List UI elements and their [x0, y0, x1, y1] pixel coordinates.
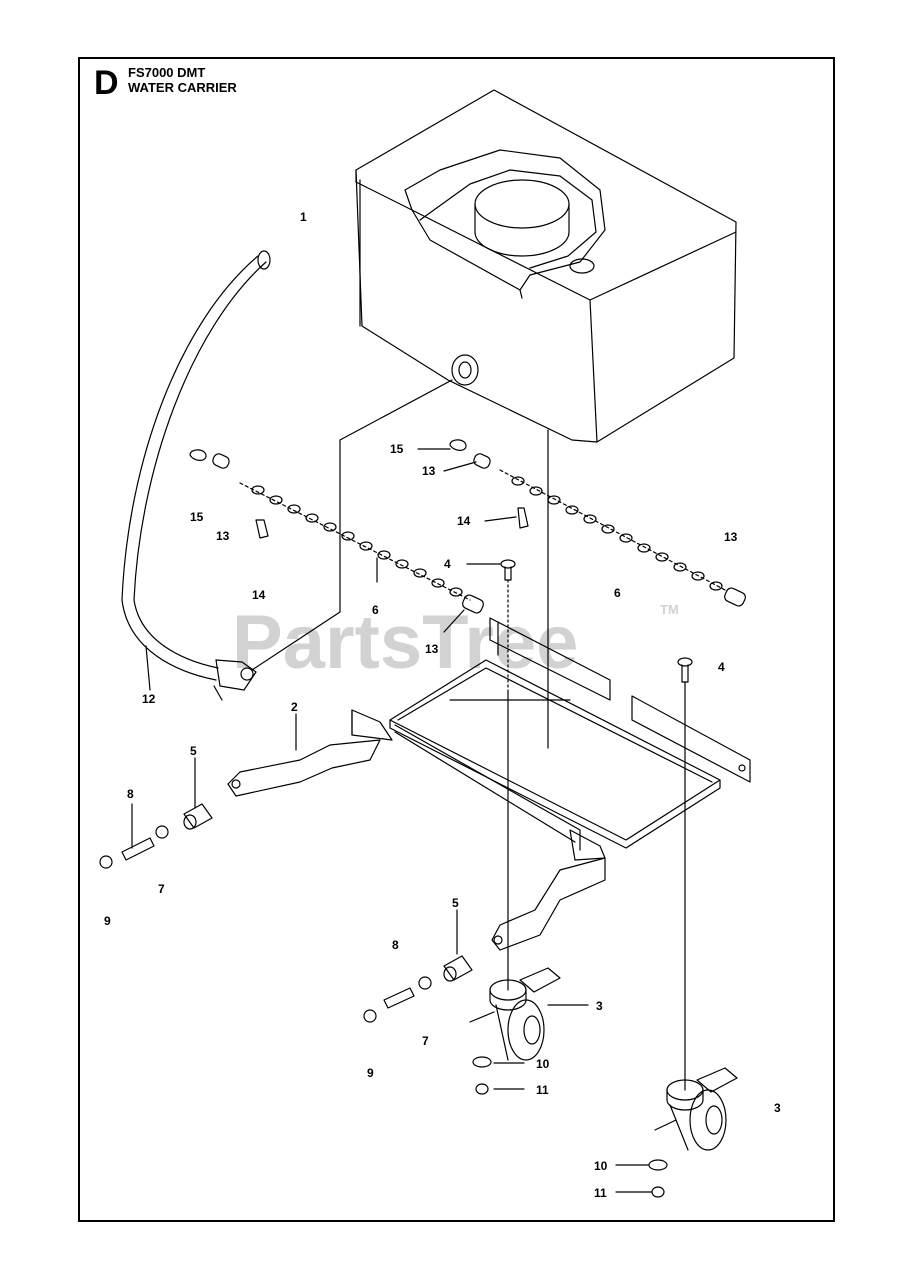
caster-wheel-front	[469, 967, 561, 1061]
chain-hardware	[189, 439, 746, 614]
callout-10: 10	[594, 1159, 608, 1173]
callout-5: 5	[452, 896, 459, 910]
axle-hardware-left	[99, 803, 213, 869]
callout-4: 4	[444, 557, 451, 571]
callout-13: 13	[216, 529, 230, 543]
callout-10: 10	[536, 1057, 550, 1071]
callout-3: 3	[596, 999, 603, 1013]
callout-8: 8	[127, 787, 134, 801]
callout-leaders	[131, 448, 653, 1193]
callout-4: 4	[718, 660, 725, 674]
callout-11: 11	[536, 1083, 549, 1097]
section-letter: D	[94, 64, 119, 102]
water-hose	[121, 250, 271, 701]
water-tank	[355, 89, 737, 443]
callout-6: 6	[614, 586, 621, 600]
callout-9: 9	[367, 1066, 374, 1080]
watermark-text: PartsTree	[232, 600, 578, 685]
screw-rear	[677, 657, 693, 683]
callout-labels: 1 15 13 14 15 13 14 4 6 13 6 13 4 12 2 5…	[104, 210, 781, 1200]
callout-7: 7	[158, 882, 165, 896]
callout-14: 14	[457, 514, 471, 528]
callout-3: 3	[774, 1101, 781, 1115]
callout-15: 15	[390, 442, 404, 456]
cart-frame	[227, 617, 751, 951]
callout-13: 13	[724, 530, 738, 544]
callout-1: 1	[300, 210, 307, 224]
callout-9: 9	[104, 914, 111, 928]
outlet-leader-line	[251, 379, 453, 671]
callout-7: 7	[422, 1034, 429, 1048]
callout-12: 12	[142, 692, 156, 706]
callout-11: 11	[594, 1186, 607, 1200]
model-name: FS7000 DMT	[128, 65, 206, 80]
assembly-name: WATER CARRIER	[128, 79, 237, 95]
chain-left	[239, 482, 471, 601]
tank-outlet-fitting	[451, 354, 479, 386]
diagram-title: FS7000 DMT WATER CARRIER	[128, 65, 237, 96]
callout-8: 8	[392, 938, 399, 952]
callout-15: 15	[190, 510, 204, 524]
callout-13: 13	[425, 642, 439, 656]
callout-14: 14	[252, 588, 266, 602]
callout-5: 5	[190, 744, 197, 758]
callout-13: 13	[422, 464, 436, 478]
diagram-frame	[78, 57, 835, 1222]
axle-hardware-right	[363, 955, 473, 1023]
callout-6: 6	[372, 603, 379, 617]
callout-2: 2	[291, 700, 298, 714]
washers-front	[472, 1056, 492, 1095]
caster-wheel-rear	[654, 1067, 738, 1151]
watermark-tm: TM	[660, 602, 679, 617]
chain-right	[499, 469, 726, 591]
